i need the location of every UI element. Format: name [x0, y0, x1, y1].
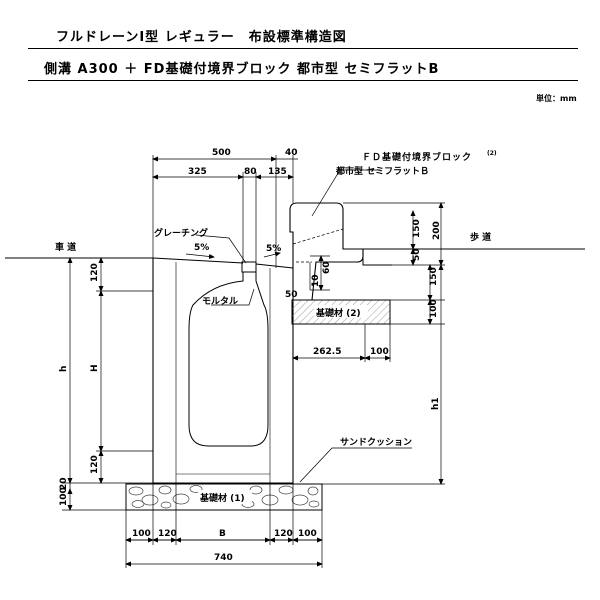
dim-h1: h1 [431, 397, 441, 410]
dim-100l: 100 [59, 487, 69, 506]
dim-500: 500 [212, 148, 231, 158]
label-base-2: 基礎材 (2) [315, 307, 361, 319]
dim-100-bottom-left: 100 [132, 529, 151, 539]
base-material-2 [291, 299, 391, 325]
title-rule-bottom [28, 80, 578, 81]
dim-120-bottom-left: 120 [158, 529, 177, 539]
dim-100r: 100 [429, 299, 439, 318]
leader-grating [195, 234, 247, 264]
label-sand-cushion: サンドクッション [340, 437, 412, 448]
drawing-subtitle: 側溝 A300 ＋ FD基礎付境界ブロック 都市型 セミフラットB [44, 62, 440, 77]
base-material-2-label-bg [314, 305, 368, 318]
ground-lines [5, 248, 585, 266]
dimension-lines [62, 155, 445, 568]
label-block-name-1: ＦＤ基礎付境界ブロック [362, 151, 472, 163]
dim-120b: 120 [90, 455, 100, 474]
label-slope-left: 5% [194, 243, 209, 253]
unit-label: 単位：mm [536, 94, 577, 103]
block-joint-dashed [292, 228, 344, 245]
leader-block [311, 169, 380, 217]
drawing-labels: 車 道 歩 道 グレーチング 5% 5% モルタル ＦＤ基礎付境界ブロック (2… [55, 148, 497, 563]
dim-100b2: 100 [370, 347, 389, 357]
dim-120-bottom-right: 120 [274, 529, 293, 539]
dim-B: B [219, 529, 226, 539]
label-slope-right: 5% [266, 244, 281, 254]
dim-150a: 150 [412, 219, 422, 238]
dim-200: 200 [432, 221, 442, 240]
boundary-block-outline [289, 202, 364, 301]
dim-10: 10 [311, 274, 321, 287]
label-mortar: モルタル [202, 295, 238, 307]
dim-h: h [59, 366, 69, 372]
dim-120a: 120 [90, 263, 100, 282]
dim-60: 60 [322, 261, 332, 274]
base-material-1 [125, 483, 323, 511]
grating-slot [241, 261, 257, 273]
label-sidewalk: 歩 道 [470, 231, 491, 243]
gutter-channel [152, 258, 294, 484]
base-material-1-label-bg [198, 490, 252, 504]
drain-cavity [188, 271, 269, 447]
channel-top-right [255, 263, 294, 269]
dim-262-5: 262.5 [313, 347, 341, 357]
drawing-title: フルドレーンⅠ型 レギュラー 布設標準構造図 [56, 30, 347, 45]
gravel-stones [128, 485, 320, 509]
dim-325: 325 [188, 167, 207, 177]
label-block-note: (2) [487, 150, 497, 157]
dim-40: 40 [285, 148, 298, 158]
dim-50b: 50 [285, 290, 298, 300]
dim-740: 740 [214, 553, 233, 563]
dim-135: 135 [268, 167, 287, 177]
label-base-1: 基礎材 (1) [199, 492, 245, 504]
sidewalk-base-step [362, 249, 392, 266]
dim-20: 20 [59, 477, 69, 490]
dim-H: H [90, 364, 100, 372]
dim-100-bottom-right: 100 [298, 529, 317, 539]
boundary-block [289, 202, 364, 301]
label-block-name-2: 都市型 セミフラットＢ [335, 165, 429, 177]
channel-outline [152, 258, 294, 484]
leader-sand-cushion [299, 447, 412, 483]
dim-80: 80 [244, 167, 257, 177]
label-grating: グレーチング [154, 227, 208, 239]
leader-mortar [211, 288, 255, 306]
road-surface-to-channel [152, 257, 244, 264]
label-roadway: 車 道 [55, 241, 76, 253]
title-rule-top [28, 48, 578, 49]
dim-150b: 150 [429, 267, 439, 286]
dim-50a: 50 [412, 248, 422, 261]
